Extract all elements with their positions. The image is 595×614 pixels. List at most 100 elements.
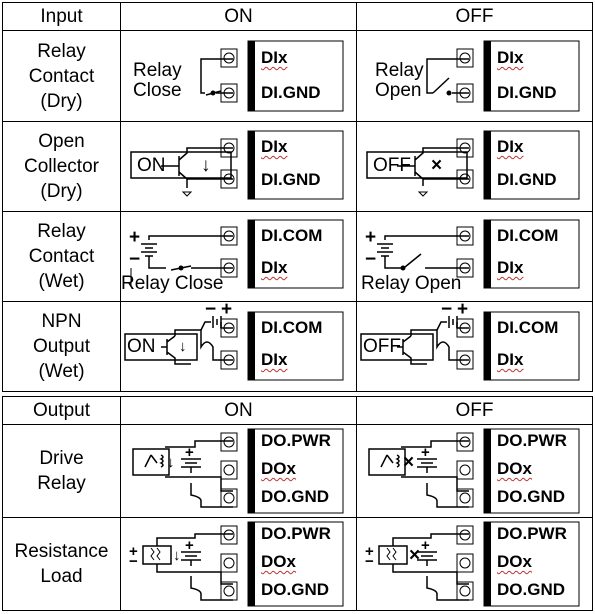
terminal-block <box>456 40 580 112</box>
plus-sign: + <box>365 543 374 560</box>
drive-relay-off-diagram: × + DO.PWR DOx DO.GND <box>356 424 593 518</box>
terminal-block <box>220 40 344 112</box>
resistance-load-off-diagram: + − × + DO.PWR DOx DO.GND <box>356 517 593 611</box>
relay-close-text: Relay Close <box>121 273 224 294</box>
drive-relay-on-diagram: ↓ + DO.PWR DOx DO.GND <box>120 424 357 518</box>
terminal-dix: DIx <box>497 48 524 67</box>
signal-box <box>130 151 232 179</box>
terminal-di-gnd: DI.GND <box>497 170 557 189</box>
minus-sign: − <box>441 301 453 320</box>
row-label-relay-contact-wet: Relay Contact (Wet) <box>2 211 121 302</box>
terminal-di-com: DI.COM <box>497 318 559 337</box>
terminal-di-gnd: DI.GND <box>497 83 557 102</box>
row-label-open-collector: Open Collector (Dry) <box>2 121 121 212</box>
minus-sign: − <box>129 553 138 570</box>
relay-switch-open <box>432 77 450 94</box>
terminal-dix: DIx <box>261 137 288 156</box>
arrow-down-icon: ↓ <box>201 155 211 176</box>
terminal-dix: DIx <box>497 258 524 277</box>
npn-wet-off-diagram: OFF − + DI.COM DIx <box>356 301 593 392</box>
terminal-block <box>456 311 580 381</box>
on-header: ON <box>120 2 357 31</box>
terminal-do-pwr: DO.PWR <box>497 431 567 450</box>
terminal-di-com: DI.COM <box>261 318 323 337</box>
terminal-do-gnd: DO.GND <box>497 487 565 506</box>
open-collector-off-diagram: OFF × DIx DI.GND <box>356 121 593 212</box>
terminal-block <box>220 311 344 381</box>
terminal-dox: DOx <box>497 459 532 478</box>
signal-box <box>124 333 198 361</box>
terminal-di-com: DI.COM <box>497 226 559 245</box>
input-header: Input <box>2 2 121 31</box>
terminal-do-pwr: DO.PWR <box>261 431 331 450</box>
output-wiring-table: Output ON OFF Drive Relay <box>2 396 593 611</box>
npn-wet-on-diagram: ON ↓ − + DI.COM DIx <box>120 301 357 392</box>
terminal-block <box>456 521 580 607</box>
terminal-dox: DOx <box>261 459 296 478</box>
terminal-dix: DIx <box>497 350 524 369</box>
terminal-dix: DIx <box>261 258 288 277</box>
terminal-di-com: DI.COM <box>261 226 323 245</box>
resistor-icon <box>150 547 161 561</box>
off-text: OFF <box>373 155 411 176</box>
minus-sign: − <box>365 553 374 570</box>
plus-sign: + <box>185 537 194 554</box>
minus-sign: − <box>365 249 377 270</box>
coil-icon <box>159 454 164 468</box>
terminal-dix: DIx <box>261 48 288 67</box>
off-header: OFF <box>356 396 593 425</box>
plus-sign: + <box>421 537 430 554</box>
row-label-relay-contact-dry: Relay Contact (Dry) <box>2 30 121 122</box>
terminal-block <box>456 219 580 289</box>
input-wiring-table: Input ON OFF Relay Contact (Dry) <box>2 2 593 392</box>
plus-sign: + <box>365 227 377 248</box>
relay-switch-closed <box>205 90 222 96</box>
relay-coil-box <box>132 448 170 476</box>
terminal-do-pwr: DO.PWR <box>497 524 567 543</box>
plus-sign: + <box>421 444 430 461</box>
plus-sign: + <box>129 543 138 560</box>
cross-icon: × <box>403 452 415 473</box>
arrow-down-icon: ↓ <box>179 338 187 355</box>
output-header: Output <box>2 396 121 425</box>
relay-open-text-1: Relay <box>375 60 424 81</box>
relay-open-text-2: Open <box>375 80 422 101</box>
terminal-do-gnd: DO.GND <box>261 580 329 599</box>
plus-sign: + <box>129 227 141 248</box>
terminal-dix: DIx <box>497 137 524 156</box>
terminal-dox: DOx <box>261 552 296 571</box>
terminal-block <box>220 130 344 200</box>
terminal-block <box>220 219 344 289</box>
plus-sign: + <box>185 444 194 461</box>
off-text: OFF <box>363 336 401 357</box>
relay-open-text: Relay Open <box>361 273 462 294</box>
resistance-load-on-diagram: + − ↓ + DO.PWR DOx DO.GND <box>120 517 357 611</box>
on-text: ON <box>127 336 156 357</box>
relay-dry-off-diagram: Relay Open DIx DI.GND <box>356 30 593 122</box>
relay-wet-off-diagram: + − Relay Open DI.COM DIx <box>356 211 593 302</box>
terminal-do-gnd: DO.GND <box>261 487 329 506</box>
minus-sign: − <box>205 301 217 320</box>
terminal-do-gnd: DO.GND <box>497 580 565 599</box>
row-label-resistance-load: Resistance Load <box>2 517 121 611</box>
relay-close-text-1: Relay <box>133 60 182 81</box>
terminal-di-gnd: DI.GND <box>261 83 321 102</box>
relay-dry-on-diagram: Relay Close DIx DI.GND <box>120 30 357 122</box>
plus-sign: + <box>457 301 469 320</box>
arrow-down-icon: ↓ <box>173 547 181 564</box>
terminal-di-gnd: DI.GND <box>261 170 321 189</box>
cross-icon: × <box>431 155 443 176</box>
terminal-dox: DOx <box>497 552 532 571</box>
terminal-block <box>456 428 580 514</box>
terminal-block <box>220 521 344 607</box>
terminal-do-pwr: DO.PWR <box>261 524 331 543</box>
arrow-down-icon: ↓ <box>167 454 175 471</box>
on-header: ON <box>120 396 357 425</box>
row-label-drive-relay: Drive Relay <box>2 424 121 518</box>
off-header: OFF <box>356 2 593 31</box>
minus-sign: − <box>129 249 141 270</box>
on-text: ON <box>137 155 166 176</box>
cross-icon: × <box>409 545 421 566</box>
terminal-dix: DIx <box>261 350 288 369</box>
relay-wet-on-diagram: + − Relay Close DI.COM DIx <box>120 211 357 302</box>
